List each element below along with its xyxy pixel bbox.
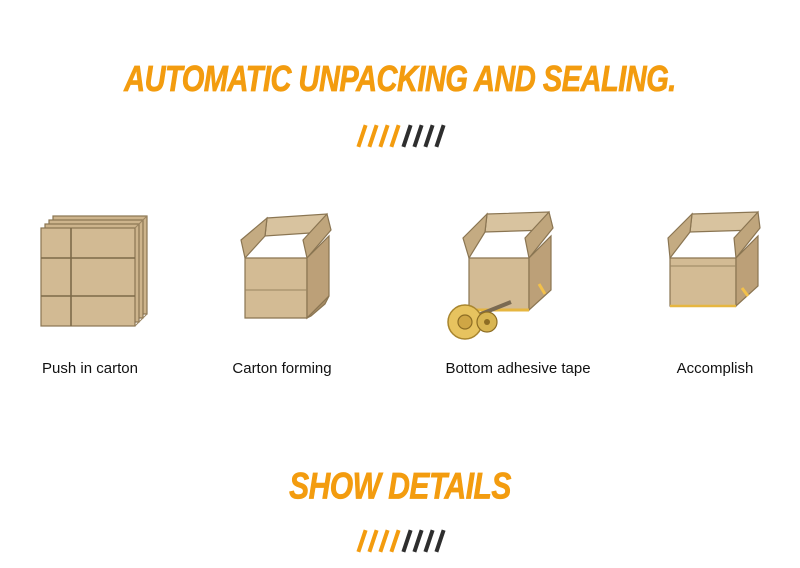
step-push-in-carton: Push in carton bbox=[5, 200, 175, 390]
step-label: Accomplish bbox=[676, 360, 754, 377]
sealed-box-icon bbox=[630, 200, 800, 340]
step-bottom-adhesive-tape: Bottom adhesive tape bbox=[433, 200, 603, 390]
slash-divider-icon bbox=[353, 529, 449, 553]
step-label: Carton forming bbox=[232, 360, 332, 377]
open-box-icon bbox=[197, 200, 367, 340]
step-carton-forming: Carton forming bbox=[197, 200, 367, 390]
details-title: SHOW DETAILS bbox=[289, 465, 512, 507]
step-label: Bottom adhesive tape bbox=[445, 360, 591, 377]
flat-carton-stack-icon bbox=[5, 200, 175, 340]
slash-divider-icon bbox=[353, 124, 449, 148]
step-accomplish: Accomplish bbox=[630, 200, 800, 390]
box-tape-roller-icon bbox=[433, 200, 603, 340]
section-title: AUTOMATIC UNPACKING AND SEALING. bbox=[124, 59, 677, 101]
step-label: Push in carton bbox=[42, 360, 138, 377]
